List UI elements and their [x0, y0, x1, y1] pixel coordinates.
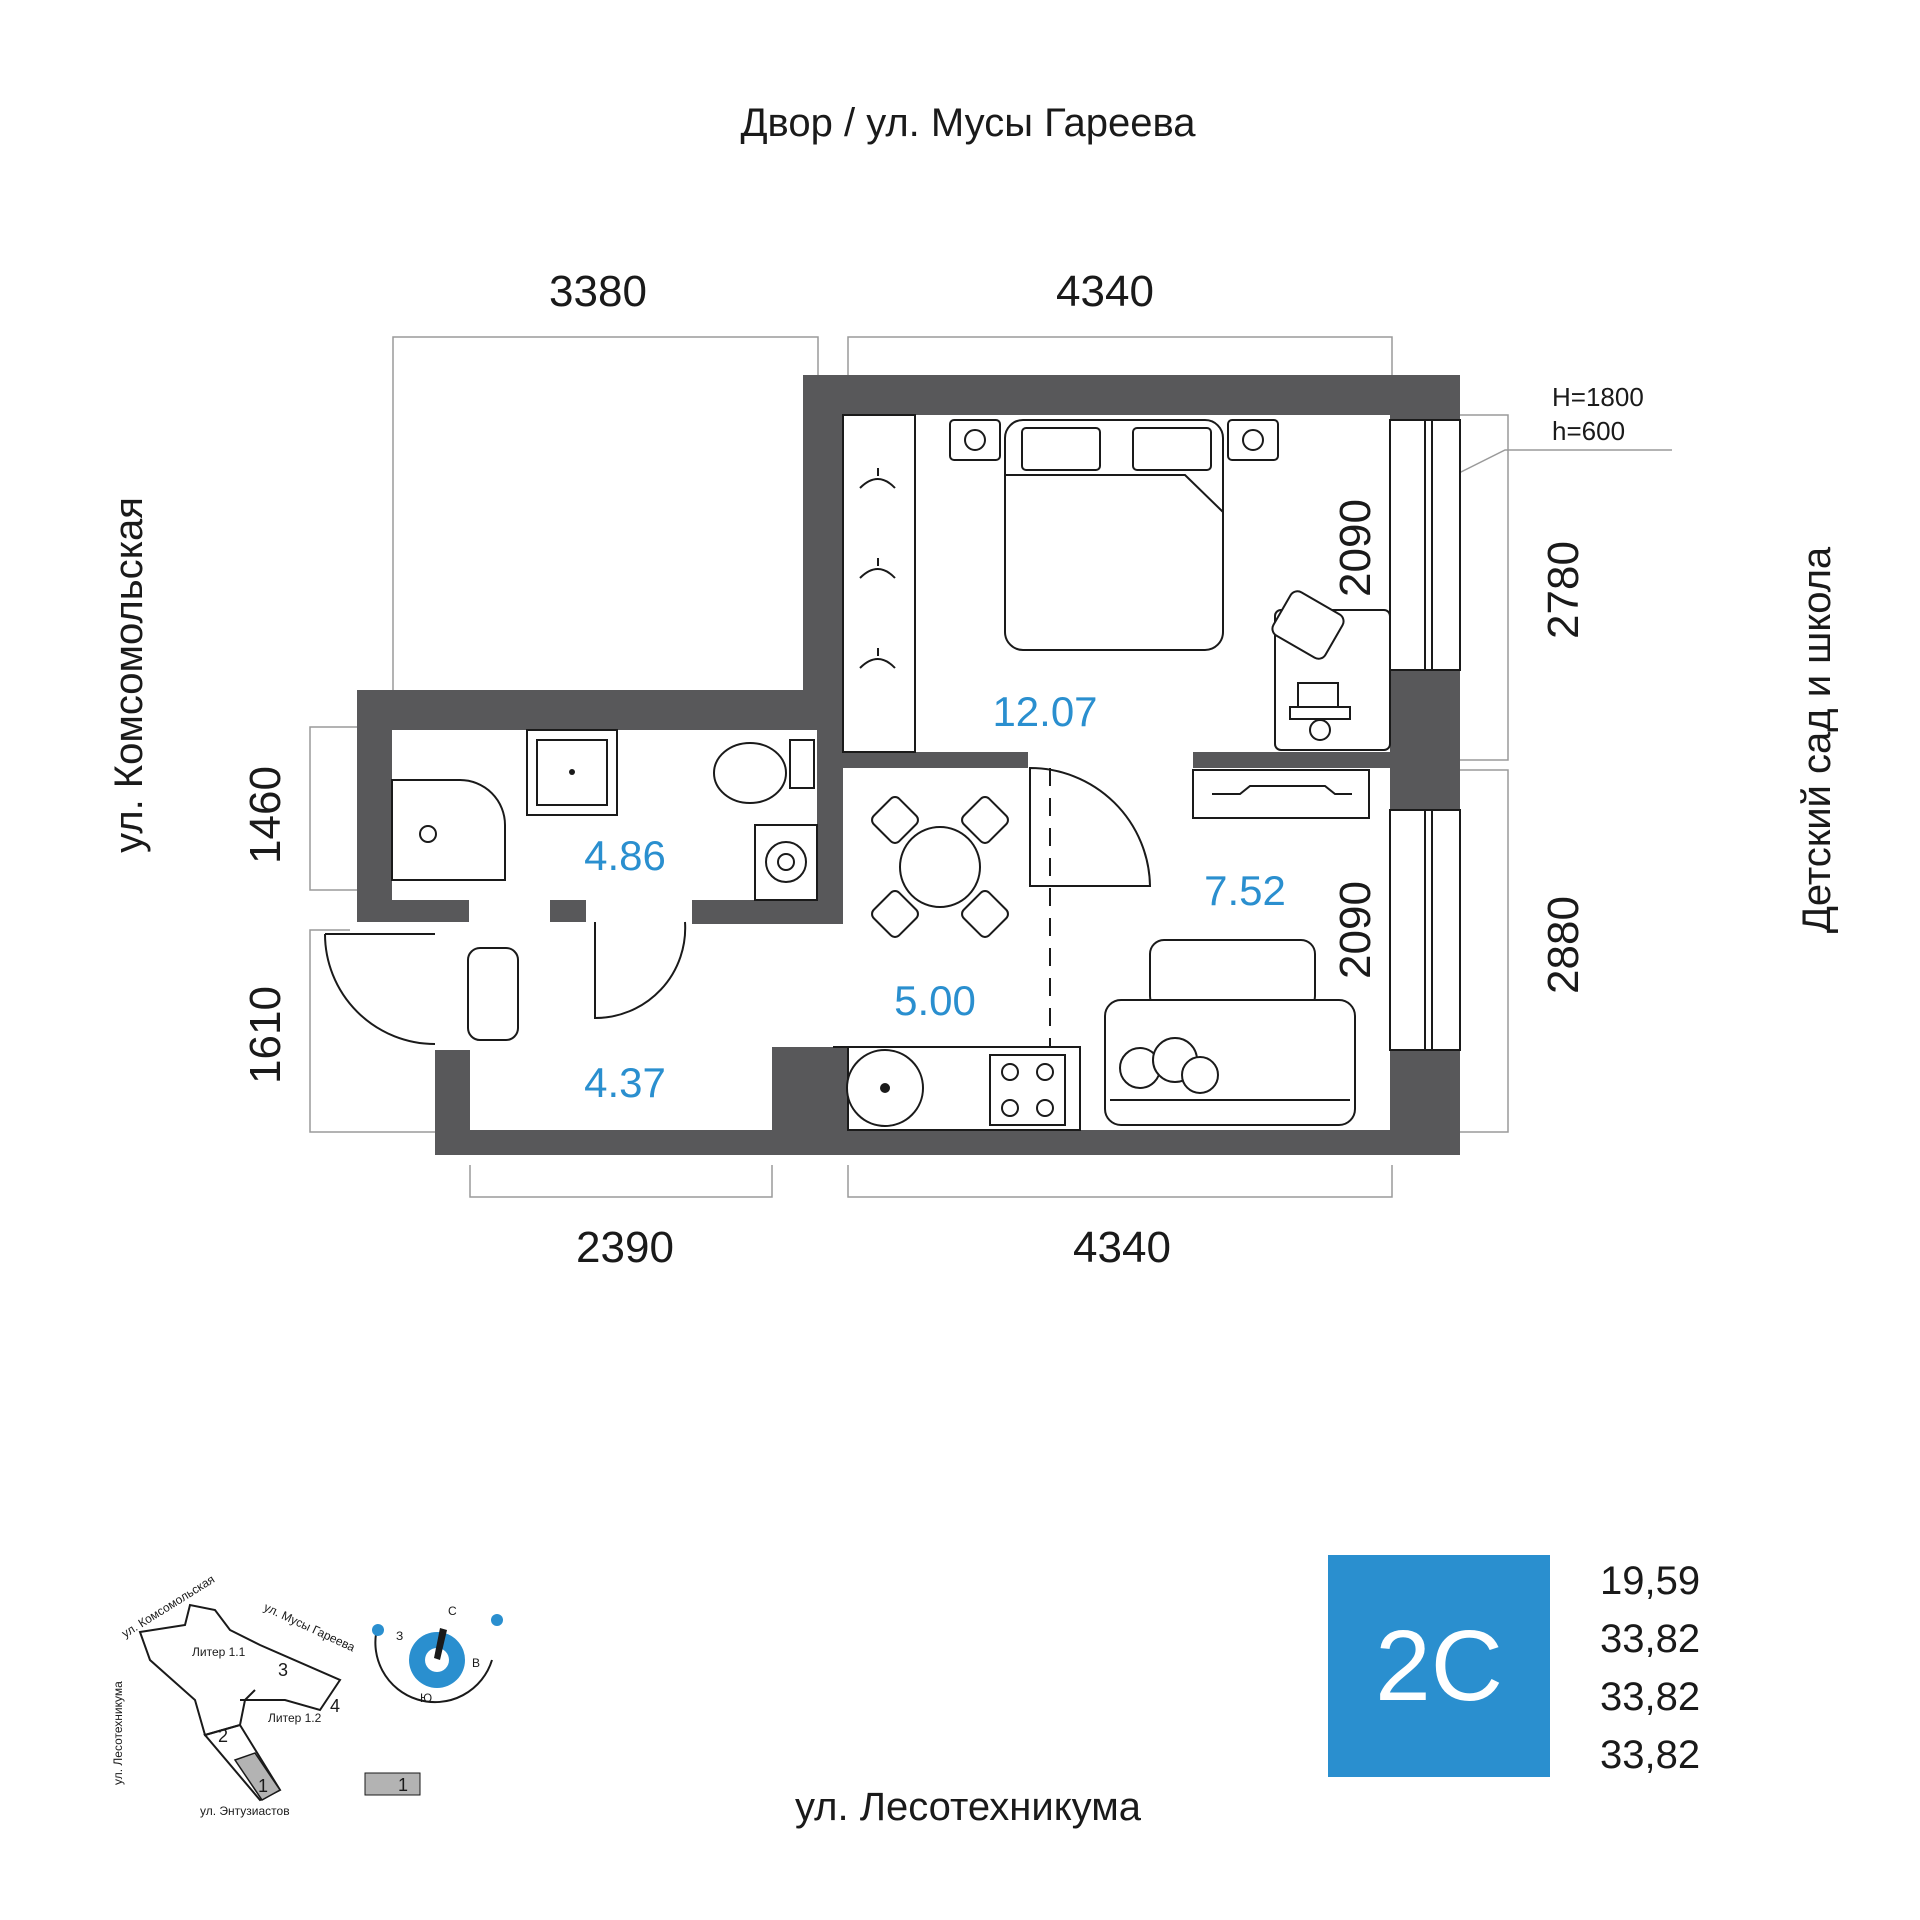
dining-table — [871, 796, 1009, 938]
apartment-type-badge: 2С — [1328, 1555, 1550, 1777]
area-kitchen: 5.00 — [894, 977, 976, 1024]
compass-south: Ю — [420, 1691, 432, 1705]
site-street-lesotekhnikuma: ул. Лесотехникума — [111, 1681, 125, 1785]
bathroom-door — [594, 921, 687, 1020]
window-lower — [1389, 809, 1461, 1051]
compass-north: С — [448, 1604, 457, 1618]
bathtub — [391, 779, 506, 881]
area-hallway: 4.37 — [584, 1059, 666, 1106]
apartment-areas: 19,59 33,82 33,82 33,82 — [1600, 1552, 1700, 1784]
wardrobe — [842, 414, 916, 753]
dim-bottom-right: 4340 — [1073, 1223, 1171, 1272]
dim-bottom-left: 2390 — [576, 1223, 674, 1272]
window-sill-note: h=600 — [1552, 416, 1625, 446]
street-left-label: ул. Комсомольская — [107, 497, 151, 853]
site-street-gareeva: ул. Мусы Гареева — [262, 1600, 358, 1655]
window-height-note: H=1800 — [1552, 382, 1644, 412]
dim-left-lower: 1610 — [241, 986, 290, 1084]
site-section-3: 3 — [278, 1660, 288, 1680]
site-section-4: 4 — [330, 1696, 340, 1716]
compass-west: З — [396, 1629, 403, 1643]
dim-right-lower: 2880 — [1539, 896, 1588, 994]
dim-window-upper: 2090 — [1331, 499, 1380, 597]
dim-top-right: 4340 — [1056, 267, 1154, 316]
site-building-1-2: Литер 1.2 — [268, 1711, 322, 1725]
site-legend-section: 1 — [398, 1775, 408, 1795]
area-living: 7.52 — [1204, 867, 1286, 914]
street-top-label: Двор / ул. Мусы Гареева — [740, 101, 1196, 145]
shower-tray — [526, 729, 618, 816]
dim-right-upper: 2780 — [1539, 541, 1588, 639]
walls — [357, 375, 1460, 1155]
dim-window-lower: 2090 — [1331, 881, 1380, 979]
site-street-komsomolskaya: ул. Комсомольская — [119, 1572, 217, 1640]
site-building-1-1: Литер 1.1 — [192, 1645, 246, 1659]
sofa — [1104, 939, 1356, 1126]
area-total-2: 33,82 — [1600, 1675, 1701, 1719]
compass: С Ю З В — [372, 1604, 503, 1705]
washing-machine — [754, 824, 818, 901]
dim-left-upper: 1460 — [241, 766, 290, 864]
desk-chair — [1271, 590, 1391, 751]
area-living-total: 19,59 — [1600, 1559, 1701, 1603]
site-street-entuziastov: ул. Энтузиастов — [200, 1804, 290, 1818]
site-section-1: 1 — [258, 1776, 268, 1796]
area-bedroom: 12.07 — [992, 688, 1097, 735]
hallway-bench — [467, 947, 519, 1041]
area-total-1: 33,82 — [1600, 1617, 1701, 1661]
kitchen-counter — [846, 1046, 1081, 1131]
area-bathroom: 4.86 — [584, 832, 666, 879]
window-upper — [1389, 419, 1461, 671]
living-door — [1029, 766, 1152, 887]
street-bottom-label: ул. Лесотехникума — [795, 1785, 1142, 1829]
apartment-type-label: 2С — [1375, 1609, 1503, 1722]
tv-shelf — [1192, 769, 1370, 819]
bed — [949, 419, 1279, 651]
toilet — [713, 739, 815, 804]
street-right-label: Детский сад и школа — [1795, 546, 1839, 933]
site-map: ул. Комсомольская ул. Мусы Гареева ул. Л… — [111, 1572, 421, 1818]
area-total-3: 33,82 — [1600, 1733, 1701, 1777]
compass-east: В — [472, 1656, 480, 1670]
entrance-door — [324, 933, 436, 1045]
dim-top-left: 3380 — [549, 267, 647, 316]
site-section-2: 2 — [218, 1726, 228, 1746]
